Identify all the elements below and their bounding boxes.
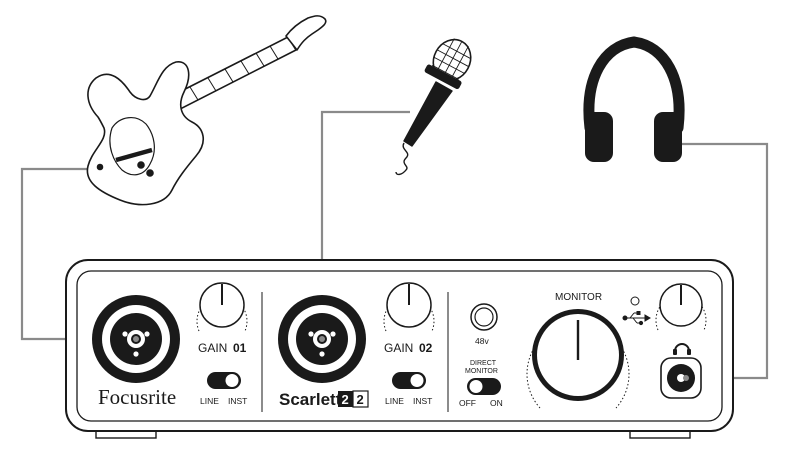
- inst-switch-1[interactable]: [207, 372, 241, 389]
- gain-knob-2[interactable]: [383, 282, 435, 332]
- model-digit-2: 2: [357, 392, 364, 407]
- monitor-section: 48v DIRECT MONITOR OFF ON MONITOR: [459, 283, 707, 409]
- brand-logo: Focusrite: [98, 385, 176, 409]
- switch-right-label-2: INST: [413, 396, 432, 406]
- direct-monitor-label-line1: DIRECT: [470, 360, 497, 367]
- headphones-icon: [583, 36, 685, 162]
- gain-label-1: GAIN: [198, 341, 227, 355]
- guitar-cable-plug: [133, 336, 139, 342]
- headphone-cable-plug: [683, 375, 689, 381]
- cable-connectors: [133, 336, 689, 381]
- direct-monitor-on-label: ON: [490, 398, 503, 408]
- direct-monitor-off-label: OFF: [459, 398, 476, 408]
- headphone-icon: [673, 343, 691, 355]
- direct-monitor-switch[interactable]: [467, 378, 501, 395]
- inst-switch-2[interactable]: [392, 372, 426, 389]
- gain-knob-1[interactable]: [196, 282, 248, 332]
- switch-right-label-1: INST: [228, 396, 247, 406]
- headphone-output-jack[interactable]: [660, 357, 702, 399]
- direct-monitor-label-line2: MONITOR: [465, 368, 498, 375]
- phantom-power-label: 48v: [475, 336, 489, 346]
- usb-led: [630, 296, 640, 306]
- usb-icon: [622, 311, 651, 326]
- monitor-knob[interactable]: [526, 309, 630, 409]
- monitor-label: MONITOR: [555, 292, 602, 303]
- microphone-icon: [395, 38, 472, 176]
- gain-number-2: 02: [419, 341, 433, 355]
- model-box-1: [338, 391, 353, 407]
- model-name: Scarlett: [279, 390, 342, 409]
- phantom-power-button[interactable]: [470, 303, 498, 331]
- model-digit-1: 2: [342, 392, 349, 407]
- switch-left-label-2: LINE: [385, 396, 404, 406]
- electric-guitar-icon: [86, 15, 327, 206]
- mic-cable-plug: [319, 336, 325, 342]
- model-box-2: [352, 390, 369, 408]
- gain-label-2: GAIN: [384, 341, 413, 355]
- gain-number-1: 01: [233, 341, 247, 355]
- headphone-level-knob[interactable]: [655, 283, 707, 331]
- switch-left-label-1: LINE: [200, 396, 219, 406]
